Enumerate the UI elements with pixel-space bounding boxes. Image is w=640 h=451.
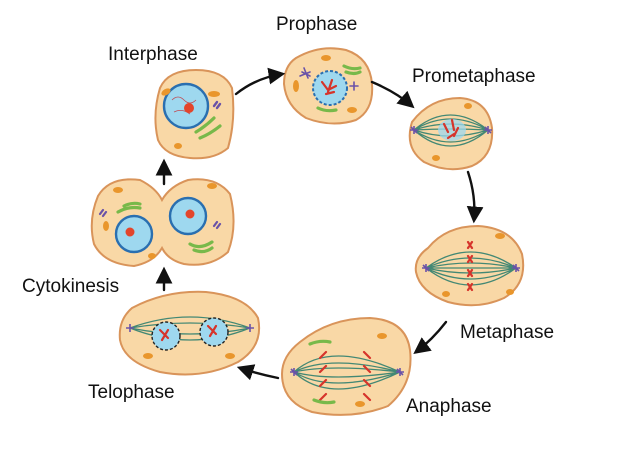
label-metaphase: Metaphase	[460, 322, 554, 343]
mitochondrion	[113, 187, 123, 193]
label-interphase: Interphase	[108, 44, 198, 65]
arrow-anaphase-to-telophase	[236, 364, 280, 381]
mitochondrion	[174, 143, 182, 149]
mitochondrion	[506, 289, 514, 295]
centrosome	[349, 81, 359, 91]
mitochondrion	[208, 91, 220, 97]
centrosome	[484, 126, 492, 134]
mitochondrion	[143, 353, 153, 359]
mitochondrion	[321, 55, 331, 61]
mitochondrion	[355, 401, 365, 407]
mitochondrion	[161, 88, 171, 96]
interphase-nucleus	[162, 82, 210, 130]
label-cytokinesis: Cytokinesis	[22, 276, 119, 297]
arrow-prophase-to-prometaphase	[370, 80, 415, 109]
prophase-cell	[282, 47, 374, 125]
mitochondrion	[377, 333, 387, 339]
mitochondrion	[432, 155, 440, 161]
centrosome	[410, 126, 418, 134]
mitochondrion	[347, 107, 357, 113]
mitochondrion	[148, 253, 156, 259]
telophase-cell	[118, 290, 260, 376]
anaphase-cell	[280, 316, 412, 416]
centrosome	[422, 264, 430, 272]
metaphase-cell	[414, 224, 525, 307]
mitochondrion	[293, 80, 299, 92]
label-prophase: Prophase	[276, 14, 357, 35]
centrosome	[98, 208, 222, 230]
centrosome	[396, 368, 404, 376]
centrosome	[246, 324, 254, 332]
mitochondrion	[495, 233, 505, 239]
label-prometaphase: Prometaphase	[412, 66, 536, 87]
centrosome	[290, 368, 298, 376]
interphase-cell	[154, 68, 235, 160]
mitochondrion	[442, 291, 450, 297]
mitochondrion	[103, 221, 109, 231]
mitochondrion	[464, 103, 472, 109]
nucleolus	[185, 209, 195, 219]
arrow-prometaphase-to-metaphase	[466, 170, 484, 224]
centrosome	[512, 264, 520, 272]
nucleolus	[184, 103, 194, 113]
centrosome	[299, 67, 311, 79]
label-telophase: Telophase	[88, 382, 175, 403]
label-anaphase: Anaphase	[406, 396, 492, 417]
mitochondrion	[207, 183, 217, 189]
centrosome	[212, 100, 222, 110]
nucleolus	[125, 227, 135, 237]
mitochondrion	[225, 353, 235, 359]
arrow-interphase-to-prophase	[234, 67, 286, 96]
centrosome	[126, 324, 134, 332]
cytokinesis-cell	[90, 178, 235, 268]
prometaphase-cell	[408, 96, 494, 171]
arrow-metaphase-to-anaphase	[413, 320, 448, 355]
